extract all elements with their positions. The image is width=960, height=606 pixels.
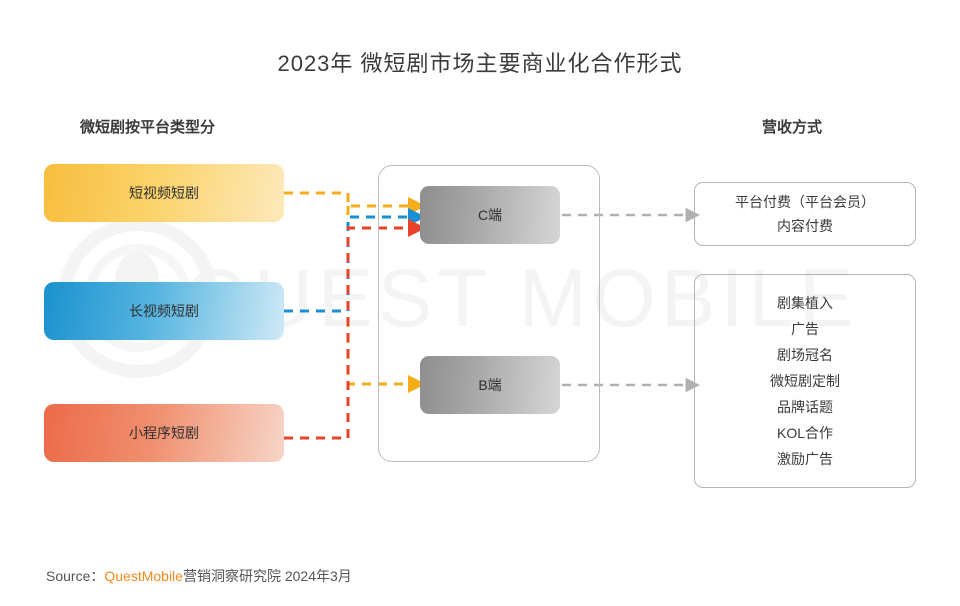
source-prefix: Source：	[46, 568, 105, 584]
revenue-box-advertising[interactable]: 剧集植入 广告 剧场冠名 微短剧定制 品牌话题 KOL合作 激励广告	[694, 274, 916, 488]
platform-box-label: 长视频短剧	[129, 303, 199, 319]
column-header-left: 微短剧按平台类型分	[80, 119, 216, 136]
revenue-line: 平台付费（平台会员）	[735, 194, 875, 210]
end-box-consumer[interactable]: C端	[420, 186, 560, 244]
revenue-box-platform-payment[interactable]: 平台付费（平台会员） 内容付费	[694, 182, 916, 246]
revenue-line: 微短剧定制	[770, 373, 840, 389]
platform-box-label: 短视频短剧	[129, 185, 199, 201]
revenue-line: 剧场冠名	[777, 347, 833, 363]
revenue-line: 广告	[791, 321, 819, 337]
source-suffix: 营销洞察研究院 2024年3月	[182, 568, 352, 584]
platform-box-long-video[interactable]: 长视频短剧	[44, 282, 284, 340]
revenue-line: 激励广告	[777, 451, 833, 467]
revenue-line: 品牌话题	[777, 399, 833, 415]
revenue-line: KOL合作	[776, 425, 833, 441]
end-box-business[interactable]: B端	[420, 356, 560, 414]
column-header-right: 营收方式	[762, 119, 823, 136]
connector-short-video-to-c	[284, 191, 426, 215]
end-box-label: B端	[478, 377, 502, 393]
center-group-container	[378, 165, 600, 462]
source-footer: Source：QuestMobile营销洞察研究院 2024年3月	[46, 566, 352, 586]
page-title: 2023年 微短剧市场主要商业化合作形式	[277, 51, 683, 76]
platform-box-mini-program[interactable]: 小程序短剧	[44, 404, 284, 462]
connector-mini-program-to-c	[284, 219, 426, 440]
end-box-label: C端	[477, 207, 503, 223]
platform-box-label: 小程序短剧	[129, 425, 199, 441]
source-brand: QuestMobile	[104, 568, 183, 584]
revenue-line: 剧集植入	[777, 295, 833, 311]
connector-long-video-to-c	[284, 208, 426, 313]
revenue-line: 内容付费	[777, 218, 833, 234]
platform-box-short-video[interactable]: 短视频短剧	[44, 164, 284, 222]
